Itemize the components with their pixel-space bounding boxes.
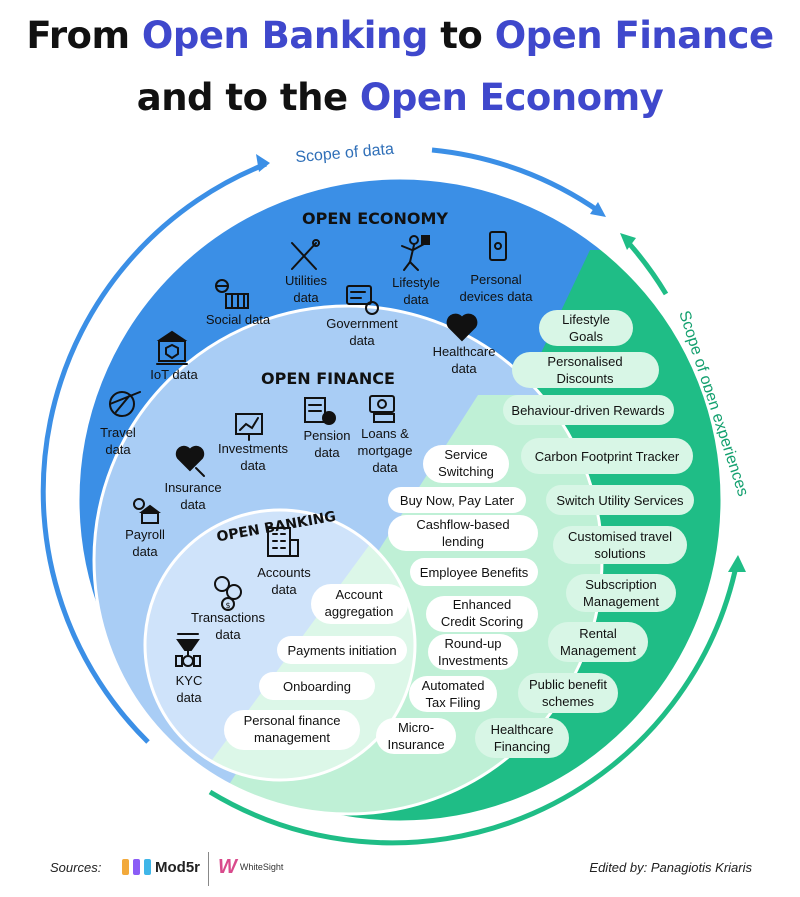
heart-pulse-icon: [446, 313, 478, 342]
mod5r-logo: Mod5r: [122, 856, 200, 878]
brand-divider: [208, 852, 209, 886]
svg-text:Micro-Insurance: Micro-Insurance: [387, 720, 444, 752]
page-title-line1: From Open Banking to Open Finance: [26, 14, 774, 57]
editor-credit: Edited by: Panagiotis Kriaris: [589, 860, 752, 875]
svg-text:Buy Now, Pay Later: Buy Now, Pay Later: [400, 493, 515, 508]
mod5r-brand-name: Mod5r: [155, 858, 200, 876]
smartphone-icon: [489, 231, 507, 261]
page-title-line2: and to the Open Economy: [136, 76, 664, 119]
pension-document-icon: [304, 397, 336, 425]
whitesight-mark-icon: W: [218, 855, 237, 878]
scope-of-data-label: Scope of data: [295, 141, 395, 167]
svg-text:Employee Benefits: Employee Benefits: [420, 565, 529, 580]
social-globe-icon: [215, 279, 249, 309]
kyc-funnel-icon: [175, 633, 201, 667]
accounts-building-icon: [267, 527, 299, 557]
sources-label: Sources:: [50, 860, 102, 875]
svg-text:Behaviour-driven Rewards: Behaviour-driven Rewards: [511, 403, 665, 418]
scope-of-experiences-arrow: [208, 233, 746, 846]
government-gear-icon: [346, 285, 379, 315]
open-finance-heading: OPEN FINANCE: [261, 369, 395, 388]
experience-pill: Employee Benefits: [410, 558, 538, 586]
svg-text:Switch Utility Services: Switch Utility Services: [556, 493, 684, 508]
experience-pill: Carbon Footprint Tracker: [521, 438, 693, 474]
payroll-bank-icon: [133, 498, 161, 524]
svg-text:Onboarding: Onboarding: [283, 679, 351, 694]
whitesight-logo: W WhiteSight: [218, 856, 283, 878]
svg-text:Payments initiation: Payments initiation: [287, 643, 396, 658]
bank-shield-icon: [156, 330, 188, 365]
scope-of-data-arrow: [40, 147, 606, 744]
experience-pill: Behaviour-driven Rewards: [503, 395, 674, 425]
iot-data-label: IoT data: [150, 367, 198, 382]
svg-text:Carbon Footprint Tracker: Carbon Footprint Tracker: [535, 449, 680, 464]
svg-text:$: $: [225, 601, 230, 610]
loans-money-icon: [369, 395, 395, 423]
airplane-globe-icon: [109, 391, 141, 417]
social-data-label: Social data: [206, 312, 271, 327]
person-shopping-icon: [401, 235, 430, 271]
experience-pill: Payments initiation: [277, 636, 407, 664]
tools-icon: [291, 239, 320, 270]
investments-chart-icon: [235, 413, 263, 441]
insurance-heart-icon: [175, 445, 205, 477]
open-economy-heading: OPEN ECONOMY: [302, 209, 448, 228]
experience-pill: Switch Utility Services: [546, 485, 694, 515]
experience-pill: Micro-Insurance: [376, 718, 456, 754]
whitesight-brand-name: WhiteSight: [239, 862, 284, 872]
transactions-gears-icon: $: [214, 576, 242, 611]
experience-pill: Buy Now, Pay Later: [388, 487, 526, 513]
experience-pill: Onboarding: [259, 672, 375, 700]
